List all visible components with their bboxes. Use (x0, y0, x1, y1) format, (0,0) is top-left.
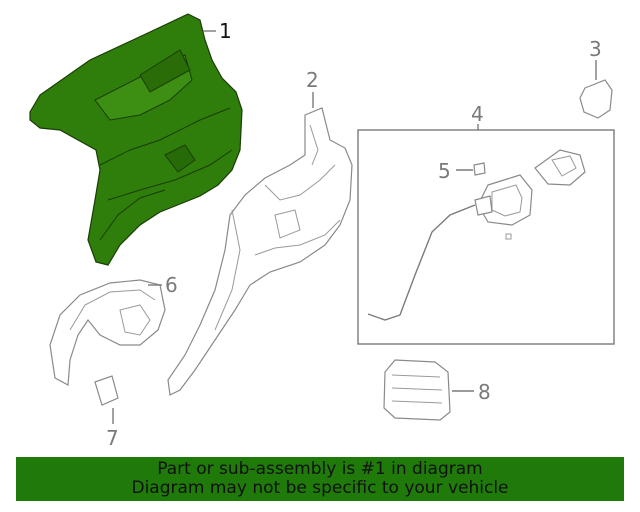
callout-5[interactable]: 5 (438, 159, 451, 183)
part-3-fuel-door[interactable] (579, 79, 613, 119)
leader-lines (112, 30, 597, 424)
callout-1[interactable]: 1 (219, 19, 232, 43)
part-5-clip[interactable] (473, 162, 486, 176)
banner-line-2: Diagram may not be specific to your vehi… (131, 478, 509, 498)
callout-4[interactable]: 4 (471, 102, 484, 126)
part-4-box (357, 129, 615, 345)
callout-8[interactable]: 8 (478, 380, 491, 404)
part-7-bracket[interactable] (94, 375, 119, 406)
callout-6[interactable]: 6 (165, 273, 178, 297)
part-8-vent[interactable] (383, 359, 451, 421)
info-banner: Part or sub-assembly is #1 in diagram Di… (16, 457, 624, 501)
callout-3[interactable]: 3 (589, 37, 602, 61)
banner-line-1: Part or sub-assembly is #1 in diagram (157, 459, 483, 479)
callout-2[interactable]: 2 (306, 68, 319, 92)
parts-diagram: 1 2 3 4 5 6 7 8 (29, 13, 615, 450)
part-6-wheelhouse-liner[interactable] (49, 279, 166, 386)
part-4-filler-housing[interactable] (367, 149, 586, 321)
part-2-inner-panel[interactable] (167, 107, 353, 396)
part-1-quarter-panel[interactable] (29, 13, 243, 266)
callout-7[interactable]: 7 (106, 426, 119, 450)
